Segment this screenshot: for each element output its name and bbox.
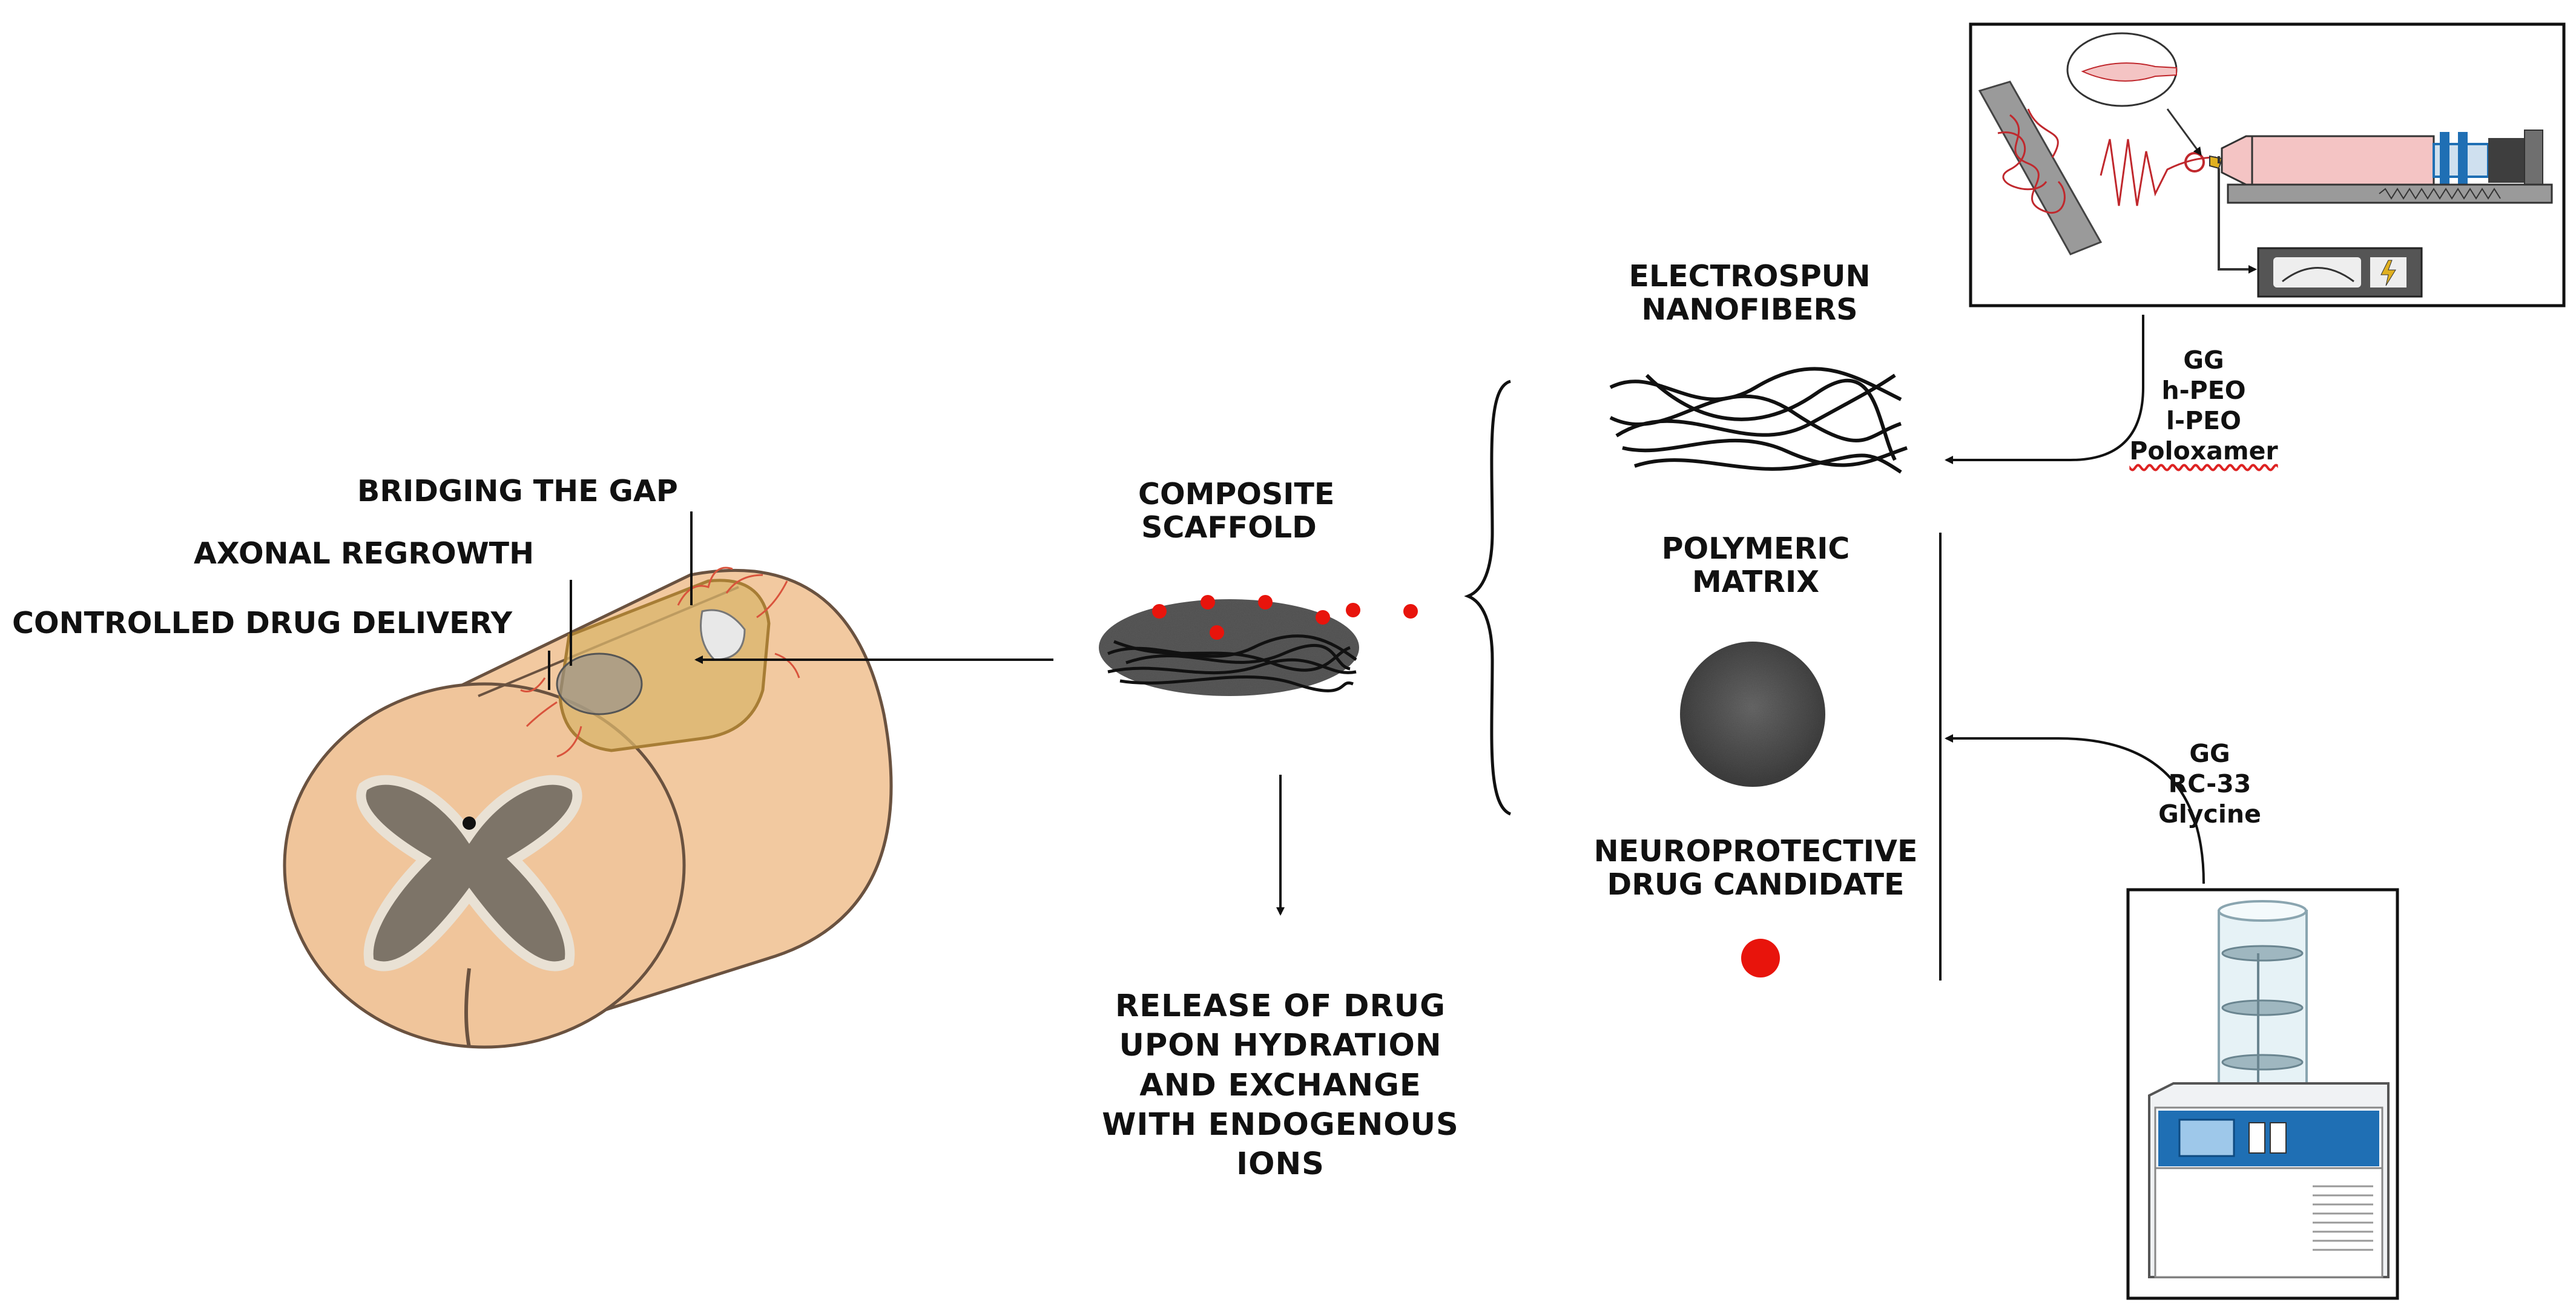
- composite-line-2: SCAFFOLD: [1141, 510, 1317, 545]
- freeze-dryer: [2126, 888, 2399, 1300]
- electrospun-line-1: ELECTROSPUN: [1629, 259, 1871, 294]
- polymer-jet: [2100, 139, 2216, 206]
- polymeric-line-1: POLYMERIC: [1661, 531, 1850, 566]
- neuro-line-2: DRUG CANDIDATE: [1607, 867, 1905, 902]
- release-line-2: UPON HYDRATION: [1119, 1028, 1442, 1064]
- electrospinning-setup: [1969, 22, 2566, 307]
- release-line-4: WITH ENDOGENOUS: [1102, 1106, 1459, 1143]
- reagent-poloxamer: Poloxamer: [2129, 436, 2278, 466]
- reagent-h-peo: h-PEO: [2161, 376, 2246, 406]
- label-controlled-drug-delivery: CONTROLLED DRUG DELIVERY: [12, 606, 513, 640]
- spinal-cord-illustration: [283, 567, 893, 1049]
- composite-scaffold: [1099, 595, 1418, 696]
- label-bridging-the-gap: BRIDGING THE GAP: [357, 474, 678, 508]
- curly-brace: [1464, 379, 1512, 816]
- label-release-of-drug: RELEASE OF DRUG UPON HYDRATION AND EXCHA…: [1066, 987, 1495, 1184]
- release-line-1: RELEASE OF DRUG: [1115, 988, 1446, 1024]
- composite-line-1: COMPOSITE: [1138, 477, 1335, 511]
- label-composite-scaffold: COMPOSITE SCAFFOLD: [1138, 477, 1335, 545]
- label-neuroprotective-drug: NEUROPROTECTIVE DRUG CANDIDATE: [1568, 835, 1943, 902]
- label-electrospun-nanofibers: ELECTROSPUN NANOFIBERS: [1598, 260, 1901, 327]
- polymeric-line-2: MATRIX: [1692, 564, 1820, 599]
- polymeric-matrix-sphere: [1680, 642, 1825, 787]
- electrospun-nanofibers: [1609, 367, 1908, 474]
- neuroprotective-drug-dot: [1741, 939, 1780, 977]
- label-polymeric-matrix: POLYMERIC MATRIX: [1629, 531, 1883, 599]
- label-axonal-regrowth: AXONAL REGROWTH: [194, 536, 535, 571]
- reagent-gg-2: GG: [2189, 739, 2230, 768]
- collector-plate: [1978, 80, 2103, 255]
- grey-matter: [356, 775, 582, 971]
- release-line-5: IONS: [1236, 1146, 1325, 1183]
- freeze-reagent-list: GG RC-33 Glycine: [2125, 738, 2294, 829]
- neuro-line-1: NEUROPROTECTIVE: [1593, 834, 1918, 869]
- reagent-l-peo: l-PEO: [2166, 406, 2241, 436]
- release-line-3: AND EXCHANGE: [1139, 1067, 1421, 1103]
- electrospin-reagent-list: GG h-PEO l-PEO Poloxamer: [2089, 345, 2319, 466]
- electrospun-line-2: NANOFIBERS: [1641, 292, 1858, 327]
- reagent-rc33: RC-33: [2168, 769, 2252, 799]
- arrow-freeze-to-matrix: [1945, 734, 2205, 884]
- drug-particles: [1152, 595, 1418, 640]
- central-canal: [463, 816, 476, 830]
- reagent-glycine: Glycine: [2158, 800, 2261, 829]
- arrow-electrospin-to-fibers: [1945, 315, 2144, 464]
- reagent-gg: GG: [2183, 346, 2224, 375]
- ventral-fissure: [464, 968, 471, 1048]
- implanted-scaffold: [520, 567, 800, 758]
